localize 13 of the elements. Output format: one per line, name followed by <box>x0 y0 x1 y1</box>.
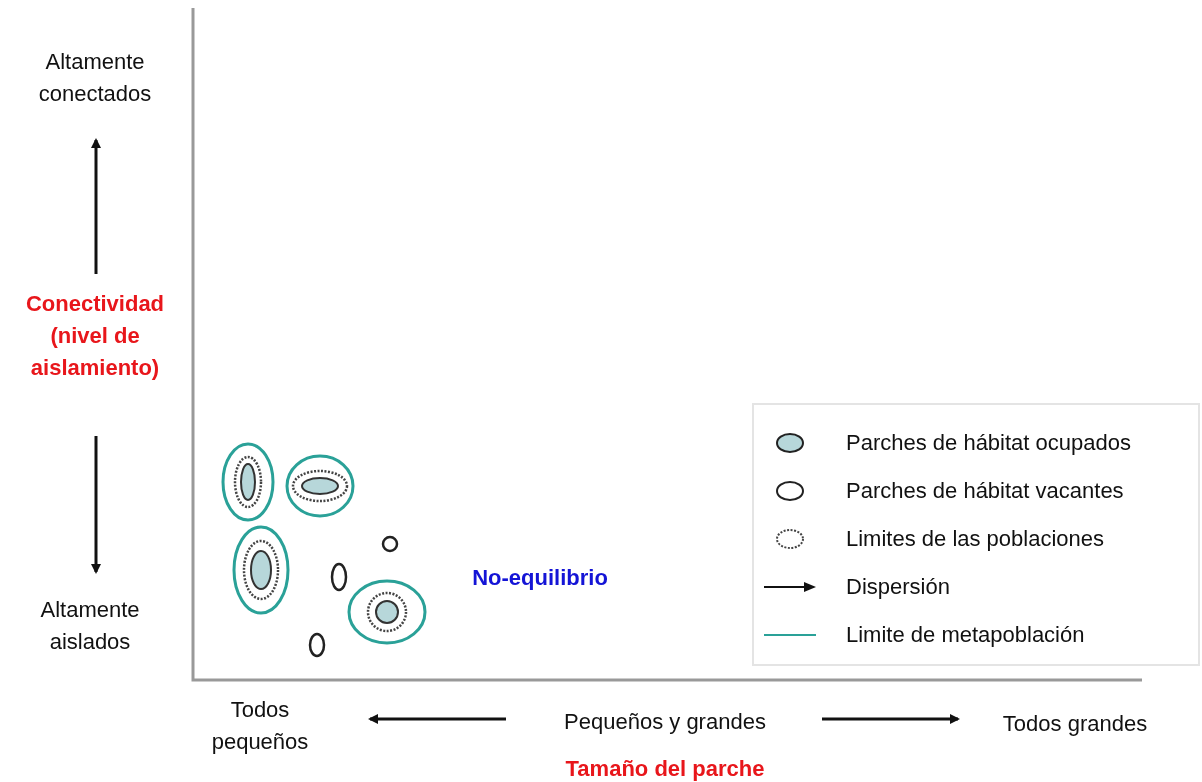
legend-label: Parches de hábitat ocupados <box>846 430 1131 456</box>
legend-label: Parches de hábitat vacantes <box>846 478 1124 504</box>
legend-label: Limites de las poblaciones <box>846 526 1105 552</box>
axis-label: Altamente conectados <box>37 48 153 108</box>
legend-label: Limite de metapoblación <box>846 622 1085 648</box>
axis-label: Altamente aislados <box>39 596 141 656</box>
axis-label: Todos grandes <box>1001 710 1149 738</box>
axis-label: Pequeños y grandes <box>563 708 767 736</box>
axis-label: No-equilibrio <box>471 564 609 592</box>
axis-label: Todos pequeños <box>210 696 310 756</box>
axis-label: Conectividad (nivel de aislamiento) <box>24 290 166 382</box>
axis-label: Tamaño del parche <box>564 755 766 782</box>
legend-label: Dispersión <box>846 574 950 600</box>
